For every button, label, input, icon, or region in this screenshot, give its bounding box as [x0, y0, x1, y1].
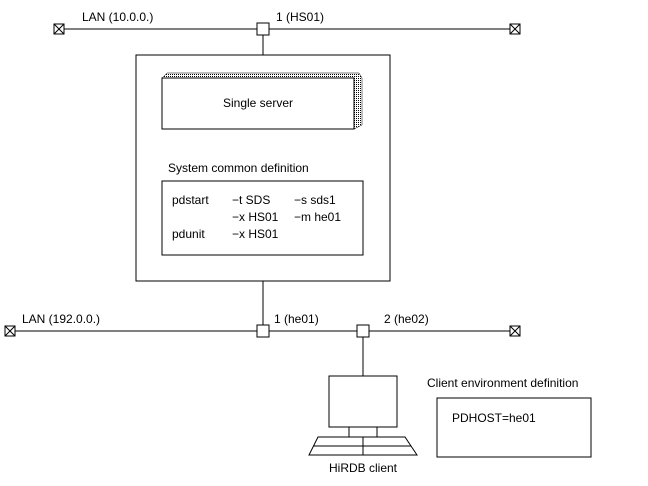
- def-line-1-col-3: −s sds1: [294, 193, 336, 207]
- def-line-1-col-1: pdstart: [172, 193, 209, 207]
- def-line-3-col-2: −x HS01: [232, 227, 279, 241]
- monitor: [328, 375, 398, 428]
- lan-top: LAN (10.0.0.) 1 (HS01): [53, 10, 521, 55]
- lan-bottom-port-2: [356, 324, 370, 338]
- system-common-definition-label: System common definition: [168, 161, 309, 175]
- def-line-2-col-2: −x HS01: [232, 210, 279, 224]
- lan-bottom: LAN (192.0.0.) 1 (he01) 2 (he02): [4, 281, 521, 376]
- client-env-label: Client environment definition: [427, 376, 578, 390]
- lan-top-terminator-left: [53, 23, 65, 35]
- client-computer-icon: HiRDB client: [308, 375, 418, 475]
- lan-bottom-port-2-label: 2 (he02): [384, 312, 429, 326]
- lan-top-label: LAN (10.0.0.): [82, 10, 153, 24]
- client-label: HiRDB client: [329, 461, 398, 475]
- single-server-label: Single server: [223, 96, 293, 110]
- system-definition-box: pdstart −t SDS −s sds1 −x HS01 −m he01 p…: [161, 180, 364, 256]
- lan-top-terminator-right: [509, 23, 521, 35]
- def-line-2-col-3: −m he01: [294, 210, 341, 224]
- lan-top-port-label: 1 (HS01): [276, 10, 324, 24]
- lan-bottom-terminator-left: [4, 325, 16, 337]
- lan-bottom-port-1-label: 1 (he01): [274, 312, 319, 326]
- lan-top-port: [256, 22, 270, 36]
- def-line-1-col-2: −t SDS: [232, 193, 270, 207]
- lan-bottom-label: LAN (192.0.0.): [22, 312, 100, 326]
- client-env-value: PDHOST=he01: [452, 411, 536, 425]
- lan-bottom-port-1: [256, 324, 270, 338]
- client-env-box: [436, 397, 592, 458]
- lan-bottom-terminator-right: [509, 325, 521, 337]
- client-env-definition: Client environment definition PDHOST=he0…: [427, 376, 592, 458]
- def-line-3-col-1: pdunit: [172, 227, 205, 241]
- single-server-block: Single server: [161, 72, 363, 130]
- server-box: Single server System common definition p…: [135, 54, 391, 282]
